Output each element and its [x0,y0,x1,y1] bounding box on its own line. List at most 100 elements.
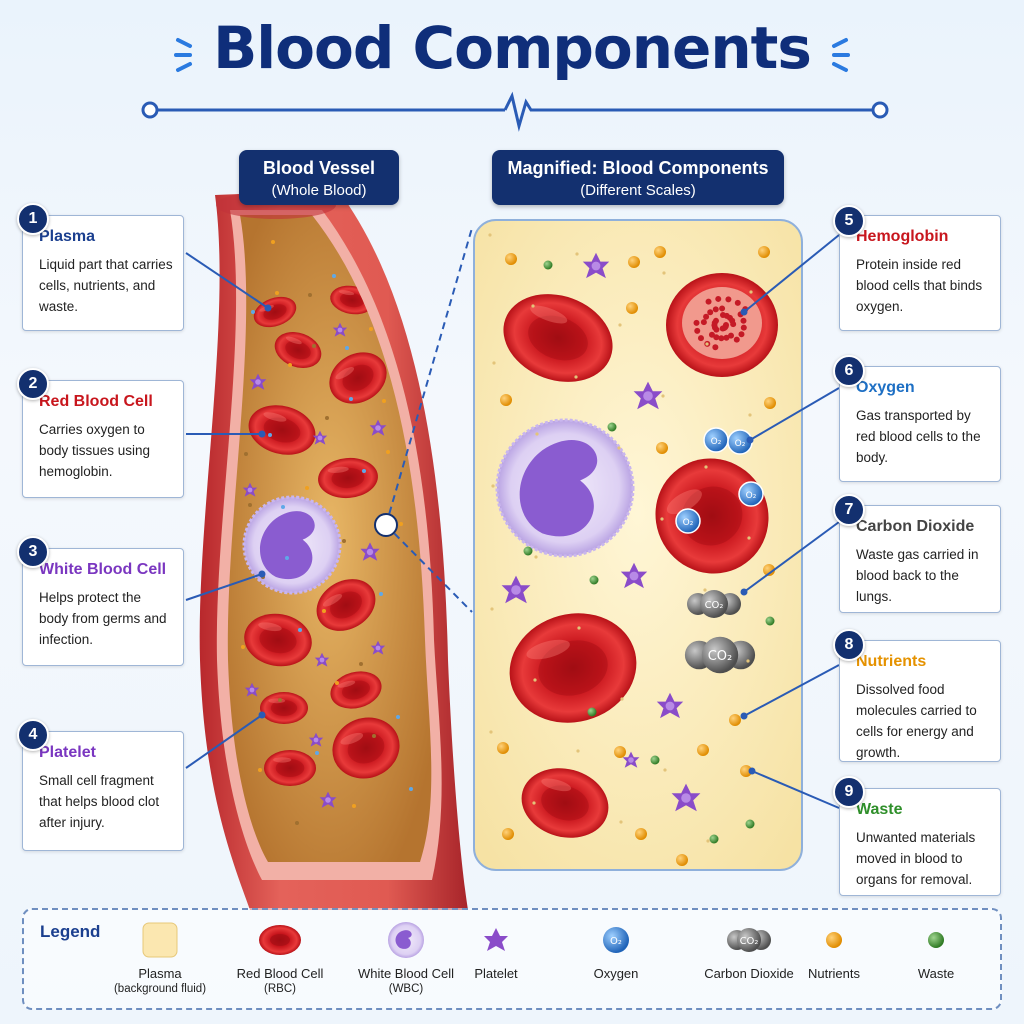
page-title: Blood Components [213,14,812,82]
red-blood-cell [521,768,609,838]
plasma-particle [248,503,252,507]
leader-dot [740,712,748,720]
platelet [656,692,684,719]
leader-dot [258,570,266,578]
plasma-particle [663,768,667,772]
platelet-icon [484,928,508,951]
plasma-particle [369,327,373,331]
blood-vessel-header-title: Blood Vessel [262,158,376,178]
plasma-particle [620,697,624,701]
plasma-particle [278,698,282,702]
callout-platelet-desc: Small cell fragment that helps blood clo… [39,773,160,830]
plasma-particle [577,626,581,630]
red-blood-cell [332,717,400,779]
leader-dot [740,588,748,596]
callout-oxygen: Oxygen Gas transported by red blood cell… [839,366,1001,482]
legend-item-oxygen: O₂ Oxygen [576,918,656,982]
platelet [501,575,531,604]
plasma-particle [661,394,665,398]
badge-1: 1 [17,203,49,235]
plasma-particle [268,433,272,437]
nutrient-particle [497,742,509,754]
magnified-header-subtitle: (Different Scales) [580,182,696,199]
plasma-particle [342,539,346,543]
plasma-particle [251,310,255,314]
plasma-particle [574,375,578,379]
plasma-particle [349,397,353,401]
plasma-particle [258,768,262,772]
oxygen-molecule-label: O₂ [735,439,746,449]
red-blood-cell [330,671,382,709]
leader-dot [746,436,754,444]
red-blood-cell [274,332,322,368]
plasma-particle [275,291,279,295]
legend-item-plasma: Plasma (background fluid) [100,918,220,996]
plasma-particle [576,749,580,753]
nutrient-particle [729,714,741,726]
platelet [369,419,387,436]
badge-6: 6 [833,355,865,387]
plasma-particle [749,290,753,294]
nutrient-particle [614,746,626,758]
leader-dot [258,711,266,719]
waste-particle [523,546,533,556]
plasma-particle [382,399,386,403]
plasma-particle [535,432,539,436]
waste-particle [765,616,775,626]
oxygen-molecule: O₂ [675,508,701,534]
plasma-particle [617,446,621,450]
leader-dot [748,767,756,775]
callout-wbc-title: White Blood Cell [39,561,167,578]
platelet [620,562,648,589]
plasma-particle [488,233,492,237]
callout-co2-desc: Waste gas carried in blood back to the l… [856,547,979,604]
plasma-particle [399,522,403,526]
nutrient-particle [654,246,666,258]
plasma-particle [492,361,496,365]
red-blood-cell [248,405,316,455]
nutrient-particle [500,394,512,406]
plasma-particle [747,536,751,540]
platelet [582,252,610,279]
badge-3: 3 [17,536,49,568]
carbon-dioxide-icon: CO₂ [727,928,771,952]
callout-white-blood-cell: White Blood Cell Helps protect the body … [22,548,184,666]
leader-waste [751,770,840,809]
callout-red-blood-cell: Red Blood Cell Carries oxygen to body ti… [22,380,184,498]
legend-item-platelet: Platelet [456,918,536,982]
platelet [314,652,330,667]
callout-plasma: Plasma Liquid part that carries cells, n… [22,215,184,331]
plasma-particle [379,592,383,596]
plasma-particle [703,588,707,592]
plasma-particle [489,730,493,734]
plasma-particle [244,452,248,456]
leader-oxygen [749,387,840,441]
plasma-particle [312,344,316,348]
plasma-particle [315,751,319,755]
leader-wbc [185,573,263,601]
plasma-particle [372,734,376,738]
platelet [622,751,640,768]
carbon-dioxide-molecule-label: CO₂ [708,649,733,664]
plasma-particle [325,416,329,420]
oxygen-molecule: O₂ [703,427,729,453]
nutrient-particle [697,744,709,756]
red-blood-cell [244,613,312,667]
legend-item-waste: Waste [896,918,976,982]
nutrient-particle [502,828,514,840]
oxygen-molecule: O₂ [727,429,753,455]
callout-wbc-desc: Helps protect the body from germs and in… [39,590,167,647]
plasma-particle [305,486,309,490]
platelet [332,322,348,337]
badge-7: 7 [833,494,865,526]
title-decoration [141,38,889,132]
nutrient-particle [626,302,638,314]
callout-oxygen-title: Oxygen [856,379,915,396]
callout-co2-title: Carbon Dioxide [856,518,975,535]
legend-item-carbon-dioxide: CO₂ Carbon Dioxide [684,918,814,982]
plasma-particle [662,271,666,275]
platelet [308,732,324,747]
oxygen-icon: O₂ [603,927,629,953]
badge-2: 2 [17,368,49,400]
